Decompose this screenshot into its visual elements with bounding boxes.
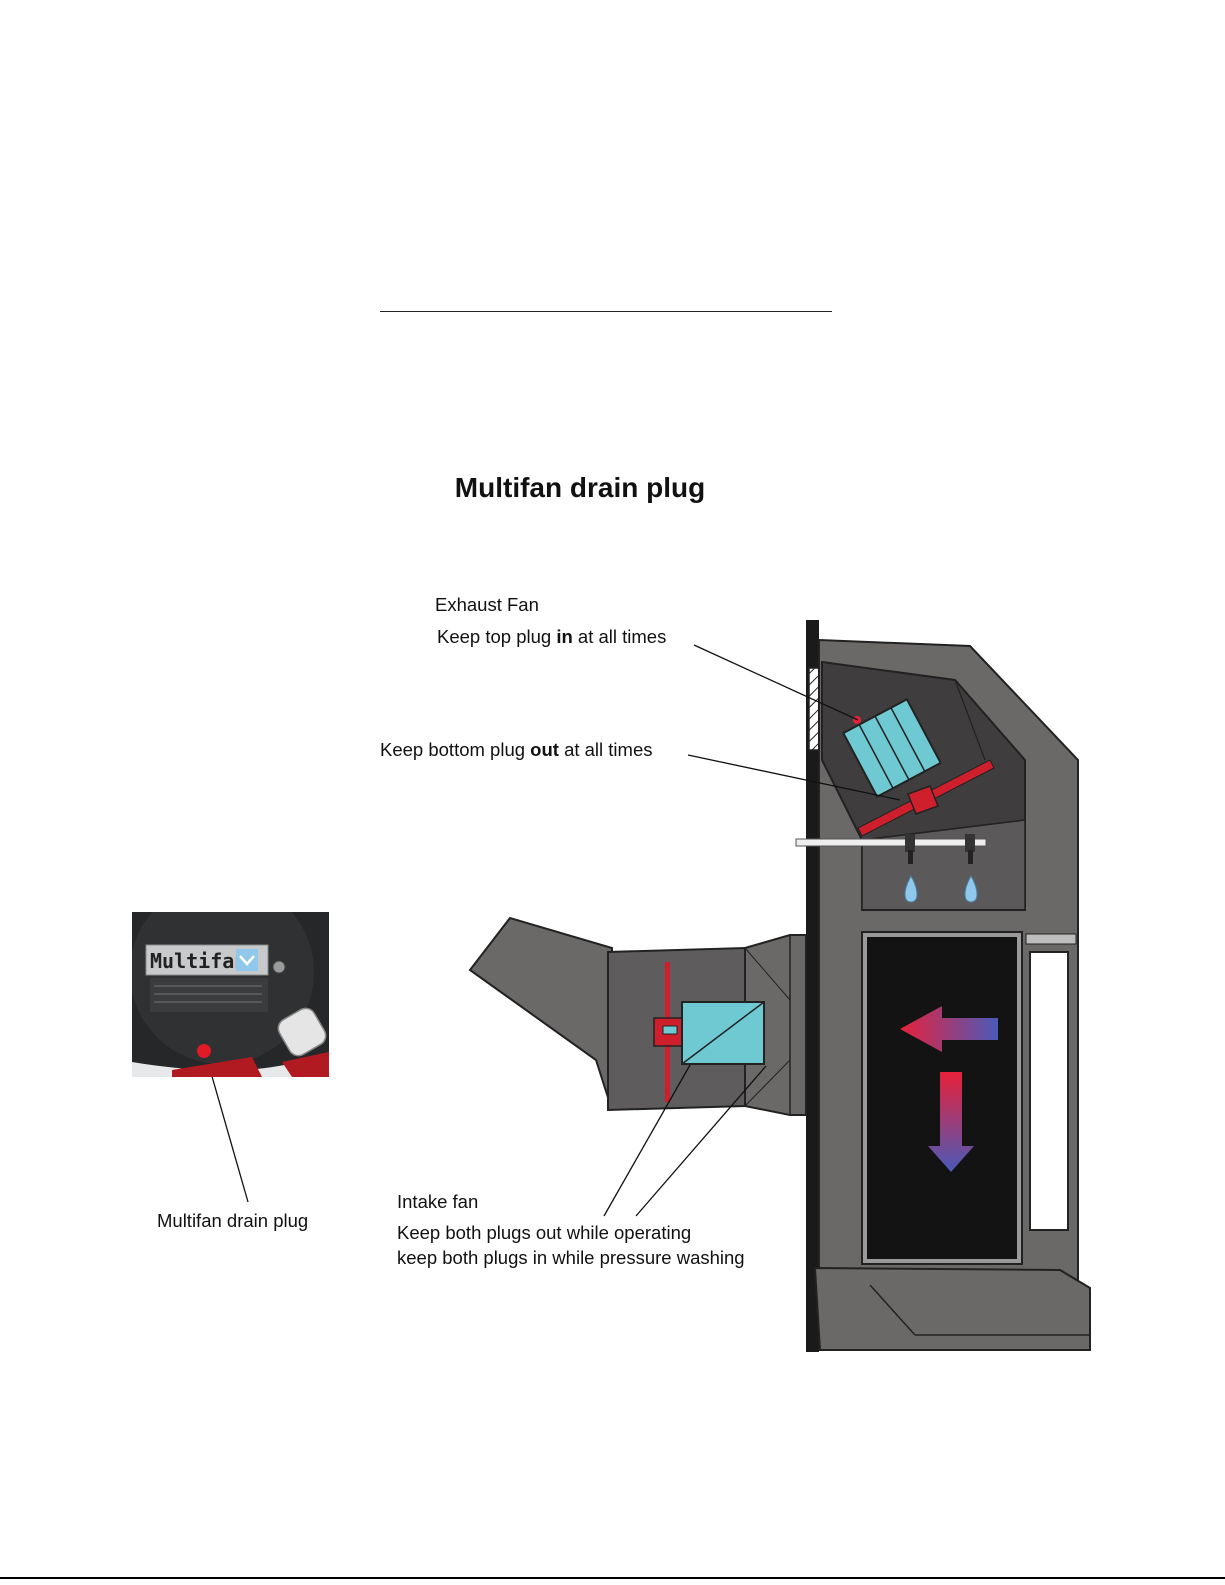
intake-hood — [470, 918, 612, 1110]
label-intake-fan: Intake fan — [397, 1193, 478, 1212]
housing-base — [815, 1268, 1090, 1350]
label-intake-operating: Keep both plugs out while operating — [397, 1224, 691, 1243]
bottom-border-line — [0, 1577, 1225, 1579]
label-exhaust-fan: Exhaust Fan — [435, 596, 539, 615]
multifan-brand-text: Multifan — [150, 949, 246, 973]
label-bottom-plug: Keep bottom plug out at all times — [380, 741, 653, 760]
side-window — [1030, 952, 1068, 1230]
multifan-photo: Multifan — [132, 912, 329, 1077]
label-multifan-drain-plug: Multifan drain plug — [157, 1212, 308, 1231]
intake-fan-motor — [682, 1002, 764, 1064]
spray-pipe — [796, 839, 986, 846]
multifan-drain-plug-dot — [197, 1044, 211, 1058]
label-intake-washing: keep both plugs in while pressure washin… — [397, 1249, 745, 1268]
label-top-plug: Keep top plug in at all times — [437, 628, 666, 647]
